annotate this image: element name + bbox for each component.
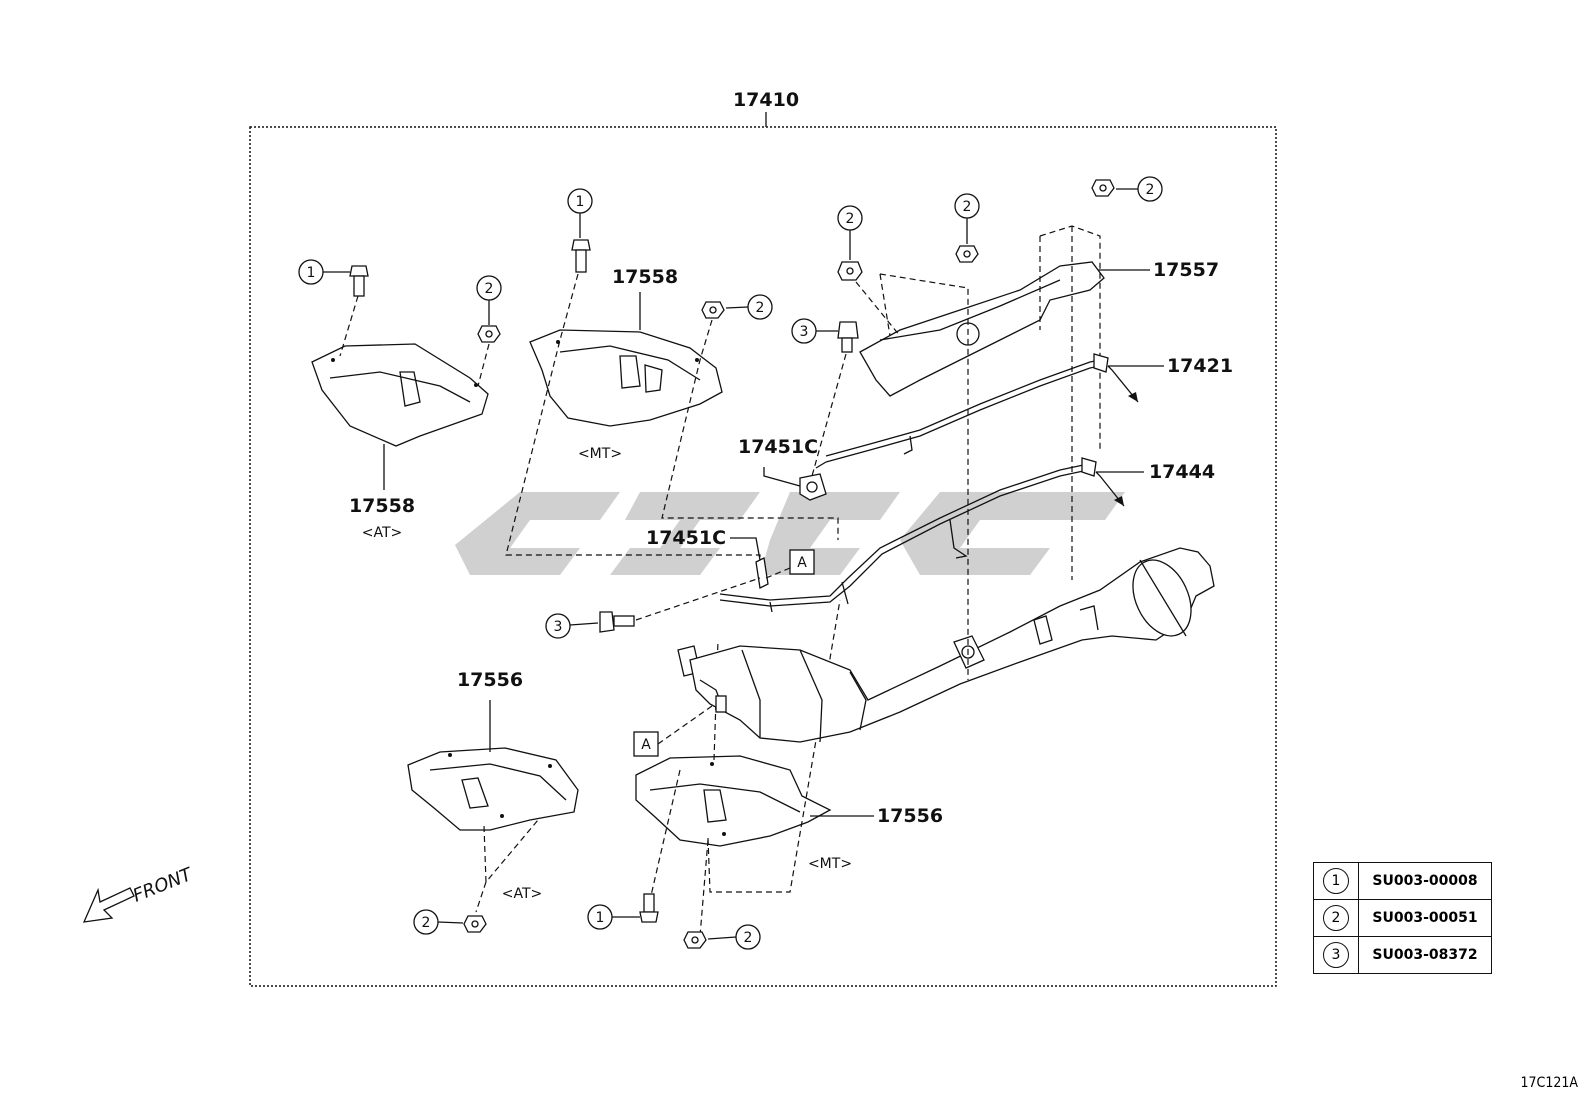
bracket-17421: 17421 <box>825 353 1233 463</box>
nut-icon <box>463 915 487 933</box>
svg-text:2: 2 <box>846 211 855 227</box>
callout-2: 2 <box>476 275 502 301</box>
part-label-17558-at: 17558 <box>349 495 415 517</box>
nut-icon <box>701 301 725 319</box>
nut-icon <box>477 325 501 343</box>
part-label-17421: 17421 <box>1167 355 1233 377</box>
svg-text:3: 3 <box>554 619 563 635</box>
part-label-17444: 17444 <box>1149 461 1215 483</box>
diagram-id: 17C121A <box>1520 1075 1578 1091</box>
gasket-17451c-lower: 17451C <box>646 527 769 589</box>
front-label: FRONT <box>130 863 197 906</box>
svg-text:2: 2 <box>422 915 431 931</box>
reference-mark-a-upper: A <box>789 549 815 575</box>
table-row: 3 SU003-08372 <box>1313 936 1492 974</box>
fastener-code: SU003-08372 <box>1358 936 1492 974</box>
svg-text:2: 2 <box>1146 182 1155 198</box>
assembly-frame <box>249 126 1277 987</box>
callout-3: 3 <box>545 613 571 639</box>
bolt-icon <box>349 265 369 297</box>
assembly-number: 17410 <box>733 89 799 111</box>
variant-label-mt-upper: <MT> <box>578 446 622 462</box>
callout-2: 2 <box>1137 176 1163 202</box>
callout-1: 1 <box>1323 868 1349 894</box>
front-direction-arrow: FRONT <box>82 863 197 923</box>
heat-shield-at-upper: 17558 <AT> <box>311 343 489 541</box>
callout-1: 1 <box>587 904 613 930</box>
table-row: 2 SU003-00051 <box>1313 899 1492 937</box>
callout-2: 2 <box>747 294 773 320</box>
washer-icon <box>837 261 863 281</box>
svg-text:2: 2 <box>485 281 494 297</box>
part-label-17558-mt: 17558 <box>612 266 678 288</box>
variant-label-at-lower: <AT> <box>502 886 543 902</box>
part-label-17451c-lower: 17451C <box>646 527 726 549</box>
bolt-icon <box>837 321 859 353</box>
svg-text:1: 1 <box>596 910 605 926</box>
bolt-icon <box>571 239 591 273</box>
nut-icon <box>1091 179 1115 197</box>
fastener-table: 1 SU003-00008 2 SU003-00051 3 SU003-0837… <box>1313 862 1492 974</box>
svg-text:2: 2 <box>744 930 753 946</box>
callout-2: 2 <box>837 205 863 231</box>
part-label-17451c-upper: 17451C <box>738 436 818 458</box>
svg-text:1: 1 <box>307 265 316 281</box>
heat-cover-17557: 17557 <box>859 259 1219 397</box>
svg-text:A: A <box>797 555 807 571</box>
callout-2: 2 <box>954 193 980 219</box>
callout-2: 2 <box>1323 905 1349 931</box>
table-row: 1 SU003-00008 <box>1313 862 1492 900</box>
heat-shield-mt-upper: 17558 <MT> <box>529 266 723 462</box>
reference-mark-a-lower: A <box>633 731 659 757</box>
svg-text:2: 2 <box>756 300 765 316</box>
svg-text:A: A <box>641 737 651 753</box>
heat-shield-at-lower: 17556 <AT> <box>407 669 579 902</box>
heat-shield-mt-lower: 17556 <MT> <box>635 755 943 872</box>
variant-label-at-upper: <AT> <box>362 525 403 541</box>
part-label-17556-mt: 17556 <box>877 805 943 827</box>
bracket-17444: 17444 <box>719 457 1215 613</box>
part-label-17556-at: 17556 <box>457 669 523 691</box>
callout-2: 2 <box>413 909 439 935</box>
exhaust-pipe-assembly <box>677 547 1215 743</box>
callout-2: 2 <box>735 924 761 950</box>
svg-text:2: 2 <box>963 199 972 215</box>
callout-3: 3 <box>1323 942 1349 968</box>
part-label-17557: 17557 <box>1153 259 1219 281</box>
nut-icon <box>955 245 979 263</box>
svg-text:1: 1 <box>576 194 585 210</box>
bolt-icon <box>599 611 635 633</box>
nut-icon <box>683 931 707 949</box>
bolt-icon <box>639 893 659 923</box>
callout-1: 1 <box>298 259 324 285</box>
callout-1: 1 <box>567 188 593 214</box>
fastener-code: SU003-00051 <box>1358 899 1492 937</box>
fastener-code: SU003-00008 <box>1358 862 1492 900</box>
variant-label-mt-lower: <MT> <box>808 856 852 872</box>
gasket-17451c-upper: 17451C <box>738 436 827 501</box>
callout-3: 3 <box>791 318 817 344</box>
svg-text:3: 3 <box>800 324 809 340</box>
